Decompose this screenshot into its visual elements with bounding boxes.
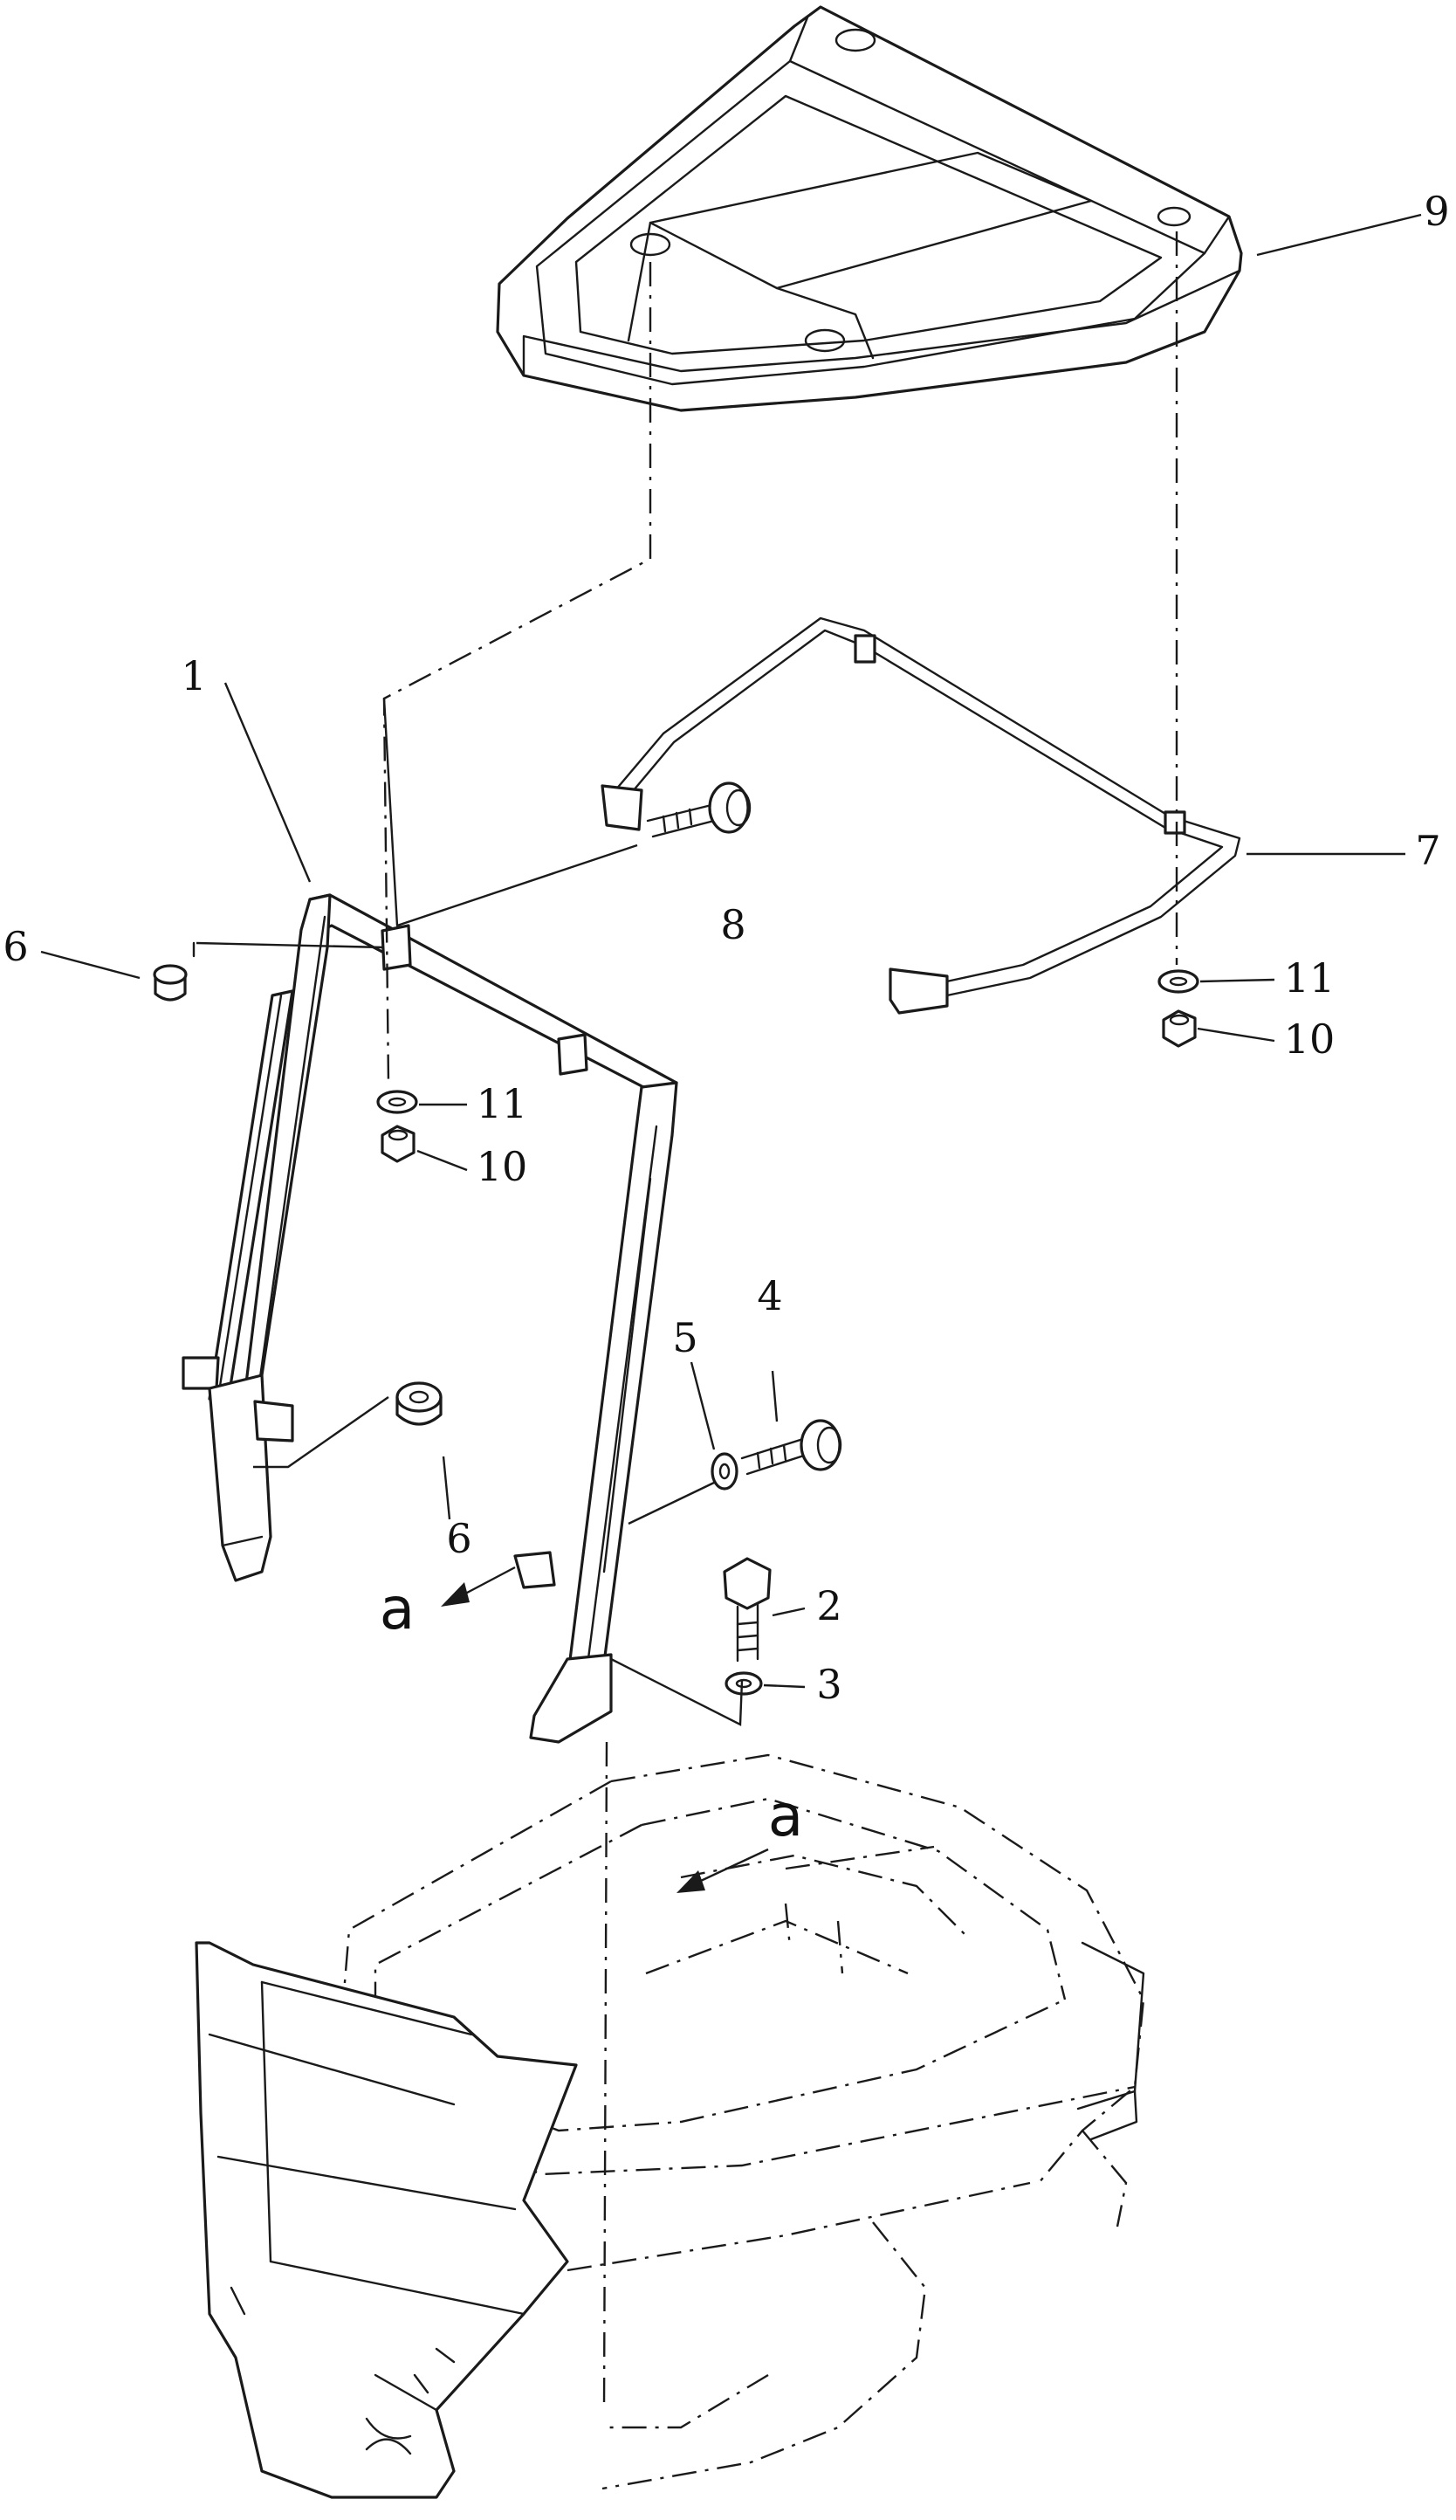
- cushion-part-6-top: [153, 964, 188, 1002]
- bolt-part-8: [646, 781, 752, 838]
- washer-part-3: [725, 1671, 763, 1696]
- callout-2: 2: [816, 1582, 841, 1629]
- bolt-part-2: [723, 1557, 772, 1663]
- callout-1: 1: [181, 652, 206, 699]
- canopy-top-cover: [496, 5, 1243, 412]
- callout-4: 4: [757, 1272, 782, 1319]
- view-mark-a-floor: a: [768, 1782, 803, 1849]
- washer-part-11-right: [1157, 969, 1199, 994]
- rear-stay-rod: [601, 616, 1241, 1015]
- center-lines: [192, 231, 1178, 2411]
- view-arrow-a-left: [441, 1566, 516, 1607]
- callout-7: 7: [1415, 827, 1440, 874]
- front-frame: [182, 893, 678, 1744]
- washer-part-11-left: [376, 1090, 418, 1114]
- leader-lines: [40, 213, 1422, 1689]
- callout-9: 9: [1424, 188, 1449, 235]
- callout-8: 8: [720, 901, 745, 948]
- washer-part-5: [711, 1452, 738, 1491]
- callout-6-top: 6: [3, 923, 28, 970]
- callout-3: 3: [816, 1661, 841, 1708]
- view-arrow-a-floor: [676, 1848, 769, 1893]
- nut-part-10-right: [1162, 1009, 1197, 1048]
- bolt-part-4: [740, 1419, 842, 1476]
- callout-11-right: 11: [1284, 954, 1336, 1002]
- floor-frame: [195, 1753, 1145, 2499]
- callout-5: 5: [672, 1314, 697, 1361]
- callout-6-bottom: 6: [446, 1515, 471, 1562]
- cushion-part-6-bottom: [395, 1381, 443, 1426]
- nut-part-10-left: [381, 1125, 416, 1163]
- callout-10-left: 10: [477, 1143, 528, 1190]
- view-mark-a-left: a: [380, 1575, 415, 1642]
- callout-10-right: 10: [1284, 1016, 1336, 1063]
- callout-11-left: 11: [477, 1080, 528, 1127]
